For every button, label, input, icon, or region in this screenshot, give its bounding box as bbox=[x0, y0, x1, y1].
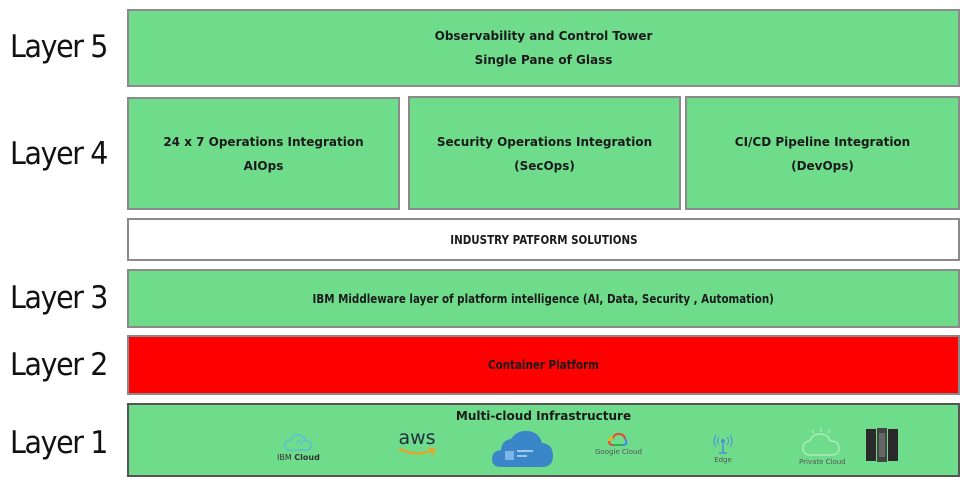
layer-5-observability-box: Observability and Control Tower Single P… bbox=[127, 9, 960, 87]
google-cloud-caption: Google Cloud bbox=[595, 448, 642, 456]
ibm-cloud-logo: IBM Cloud bbox=[277, 431, 320, 463]
layer-5-title: Observability and Control Tower bbox=[434, 29, 653, 43]
layer-4-label: Layer 4 bbox=[10, 136, 108, 172]
edge-caption: Edge bbox=[714, 456, 732, 464]
layer-2-container-platform-text: Container Platform bbox=[488, 358, 599, 372]
ibm-cloud-text-light: IBM bbox=[277, 453, 292, 462]
google-cloud-icon bbox=[608, 433, 628, 446]
google-cloud-logo: Google Cloud bbox=[595, 433, 642, 457]
layer-1-label: Layer 1 bbox=[10, 425, 108, 461]
secops-subtitle: (SecOps) bbox=[514, 159, 575, 173]
azure-logo bbox=[491, 429, 555, 469]
layer-2-container-platform-box: Container Platform bbox=[127, 335, 960, 395]
ibm-cloud-icon bbox=[284, 434, 313, 451]
layer-4-aiops-box: 24 x 7 Operations Integration AIOps bbox=[127, 97, 400, 210]
layer-1-multicloud-box: Multi-cloud Infrastructure IBM Cloud aws bbox=[127, 403, 960, 477]
layer-5-label: Layer 5 bbox=[10, 29, 108, 65]
devops-subtitle: (DevOps) bbox=[791, 159, 854, 173]
private-cloud-logo: Private Cloud bbox=[799, 427, 846, 467]
edge-antenna-icon bbox=[713, 434, 733, 454]
industry-platform-solutions-box: INDUSTRY PATFORM SOLUTIONS bbox=[127, 218, 960, 261]
ibm-cloud-text-bold: Cloud bbox=[294, 453, 320, 462]
layer-4-secops-box: Security Operations Integration (SecOps) bbox=[408, 96, 681, 210]
layer-3-middleware-text: IBM Middleware layer of platform intelli… bbox=[312, 291, 775, 306]
aws-smile-icon bbox=[398, 447, 437, 456]
edge-logo: Edge bbox=[711, 433, 735, 465]
layer-3-label: Layer 3 bbox=[10, 280, 108, 316]
secops-title: Security Operations Integration bbox=[436, 135, 653, 149]
layer-5-subtitle: Single Pane of Glass bbox=[474, 53, 613, 67]
aiops-title: 24 x 7 Operations Integration bbox=[163, 134, 364, 149]
industry-platform-solutions-text: INDUSTRY PATFORM SOLUTIONS bbox=[449, 232, 638, 247]
layer-3-middleware-box: IBM Middleware layer of platform intelli… bbox=[127, 269, 960, 328]
layer-2-label: Layer 2 bbox=[10, 347, 108, 383]
private-cloud-caption: Private Cloud bbox=[799, 458, 846, 466]
aws-text: aws bbox=[398, 427, 436, 449]
layer-4-devops-box: CI/CD Pipeline Integration (DevOps) bbox=[685, 96, 960, 210]
private-cloud-icon bbox=[802, 428, 840, 456]
server-rack-icon bbox=[866, 428, 898, 462]
cloud-logos-row: IBM Cloud aws bbox=[129, 427, 958, 475]
azure-icon bbox=[492, 430, 553, 467]
devops-title: CI/CD Pipeline Integration bbox=[734, 135, 911, 149]
layer-1-title: Multi-cloud Infrastructure bbox=[455, 409, 632, 423]
server-rack-logo bbox=[865, 427, 899, 463]
aiops-subtitle: AIOps bbox=[243, 158, 284, 173]
aws-logo: aws bbox=[395, 429, 439, 457]
